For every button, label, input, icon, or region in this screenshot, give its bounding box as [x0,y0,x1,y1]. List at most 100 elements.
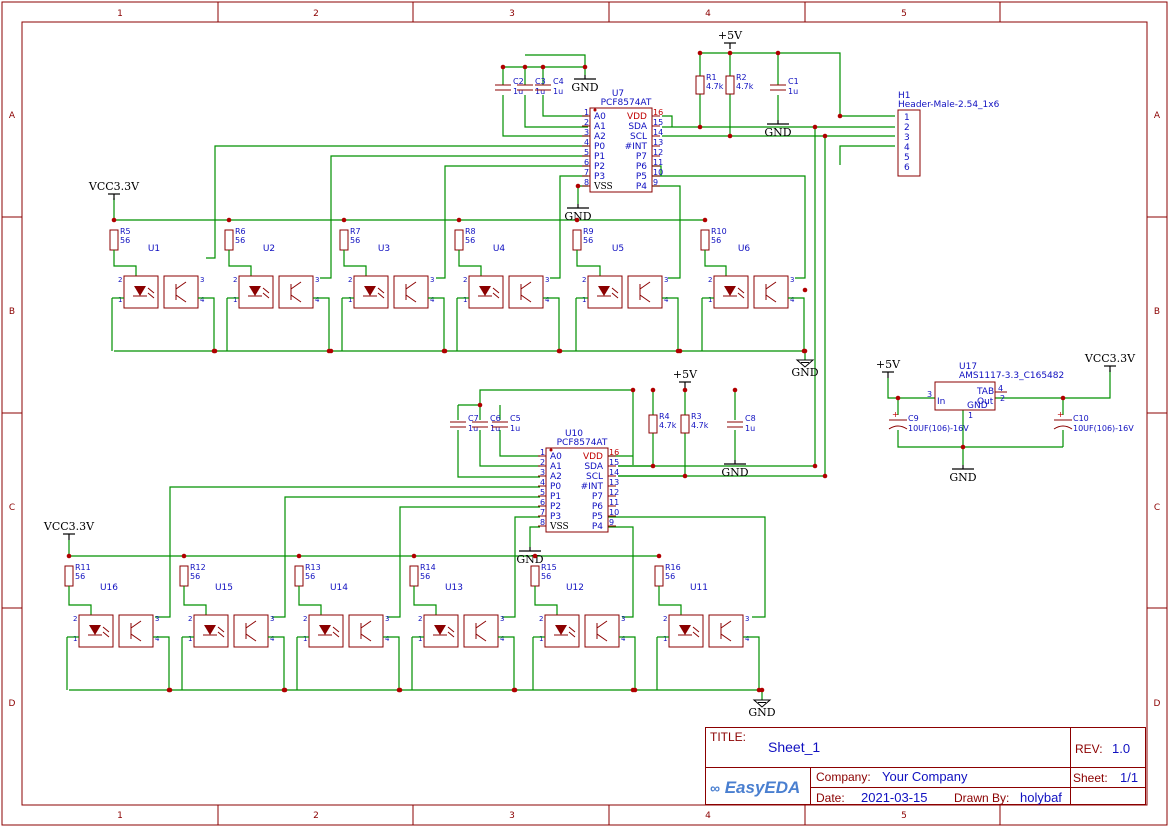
capacitor-c2-val: 1u [513,87,523,96]
ic-u10-right-pin-name: P7 [592,492,603,502]
opto-top-2-collector [290,281,302,290]
opto-bottom-2-ref-u15: U15 [215,583,233,593]
opto-bottom-3-collector [360,620,372,629]
junction-dot [682,473,688,479]
opto-bottom-4-resistor-r14 [409,565,419,587]
opto-bottom-5-light-arrow [568,631,576,638]
ic-u7-right-num: 14 [653,128,663,137]
opto-top-6-light-arrow [737,292,745,299]
junction-dot [812,124,818,130]
regulator-u17-tab-num: 4 [998,384,1003,393]
col-label-bottom: 4 [705,811,711,821]
opto-top-3-ref-u3: U3 [378,244,390,254]
capacitor-c2-ref: C2 [513,77,524,86]
junction-dot [212,348,218,354]
junction-dot [477,402,483,408]
junction-dot [442,348,448,354]
ic-u10-left-pin-name: VSS [549,522,569,532]
opto-bottom-3-light-arrow [332,626,340,633]
opto-top-3-pin1: 1 [348,296,352,304]
ic-u7-left-num: 6 [584,158,589,167]
junction-dot [582,64,588,70]
opto-top-1-led-icon [134,286,146,296]
opto-top-1-wire [113,250,137,276]
opto-bottom-1-led-icon [89,625,101,635]
rev-value: 1.0 [1112,741,1131,756]
resistor-r1 [695,75,705,95]
p5v-symbol-label: +5V [718,29,743,42]
opto-bottom-5-resistor-r15-val: 56 [541,572,551,581]
opto-bottom-5-resistor-r15 [530,565,540,587]
opto-top-5-pin3: 3 [664,276,668,284]
row-label-right: B [1154,307,1160,317]
col-label-top: 5 [901,9,907,19]
opto-bottom-3-resistor-r13-val: 56 [305,572,315,581]
regulator-u17-gnd-num: 1 [968,411,973,420]
opto-bottom-6-wire [658,586,682,615]
resistor-r4 [648,414,658,434]
opto-top-4-resistor-r8-val: 56 [465,236,475,245]
ic-u7-right-num: 11 [653,158,663,167]
ic-u7-left-pin-name: P3 [594,172,605,182]
opto-top-2-resistor-r6-val: 56 [235,236,245,245]
ic-u10-value: PCF8574AT [557,438,608,448]
junction-dot [702,217,708,223]
col-label-bottom: 1 [117,811,123,821]
ic-u10-left-pin-name: P3 [550,512,561,522]
junction-dot [522,64,528,70]
opto-bottom-3-ref-u14: U14 [330,583,348,593]
ic-u10-left-num: 2 [540,458,545,467]
ic-u7-right-pin-name: VDD [627,112,647,122]
ic-u10-right-num: 15 [609,458,619,467]
opto-top-3-emitter-wire [428,297,445,351]
header-h1-pin-num: 3 [904,133,910,143]
capacitor-c7-val: 1u [468,424,478,433]
ic-u10-right-num: 11 [609,498,619,507]
opto-bottom-6-resistor-r16-ref: R16 [665,563,681,572]
row-label-left: B [9,307,15,317]
opto-bottom-2-pin3: 3 [270,615,274,623]
opto-bottom-3-resistor-r13 [294,565,304,587]
ic-u7-right-num: 15 [653,118,663,127]
opto-bottom-3-emitter [360,633,372,642]
capacitor-c10-ref: C10 [1073,414,1089,423]
vcc33-symbol-label: VCC3.3V [43,520,95,533]
ic-u10-left-num: 5 [540,488,545,497]
capacitor-c3-val: 1u [535,87,545,96]
gnd-label: GND [721,466,748,479]
junction-dot [630,387,636,393]
header-h1-ref: H1 [898,91,911,101]
junction-dot [650,463,656,469]
u10-wiring [68,351,826,700]
opto-top-5-resistor-r9-val: 56 [583,236,593,245]
logo-link-icon: ∞ [710,780,720,796]
opto-bottom-3-pin2: 2 [303,615,307,623]
junction-dot [630,687,636,693]
opto-bottom-2-emitter [245,633,257,642]
opto-top-3-light-arrow [377,287,385,294]
capacitor-c5-ref: C5 [510,414,521,423]
capacitor-c4-val: 1u [553,87,563,96]
header-h1-pin-num: 4 [904,143,910,153]
ic-u10-pin1-marker [549,448,553,452]
opto-top-4-wire [458,250,482,276]
opto-bottom-6-pin2: 2 [663,615,667,623]
opto-top-6-collector [765,281,777,290]
resistor-r2-val: 4.7k [736,82,754,91]
opto-bottom-6-resistor-r16-val: 56 [665,572,675,581]
row-label-right: A [1154,111,1161,121]
opto-top-1-ref-u1: U1 [148,244,160,254]
opto-bottom-3-transistor-box [348,614,384,648]
junction-dot [822,473,828,479]
opto-bottom-6-pin1: 1 [663,635,667,643]
gnd-triangle-symbol [752,699,772,708]
opto-bottom-1-resistor-r11-val: 56 [75,572,85,581]
opto-top-2-emitter [290,294,302,303]
opto-bottom-1-ref-u16: U16 [100,583,118,593]
opto-top-2-transistor-box [278,275,314,309]
rev-label: REV: [1075,742,1103,756]
ic-u7-left-num: 3 [584,128,589,137]
opto-top-2-resistor-r6-ref: R6 [235,227,246,236]
gnd-label: GND [564,210,591,223]
